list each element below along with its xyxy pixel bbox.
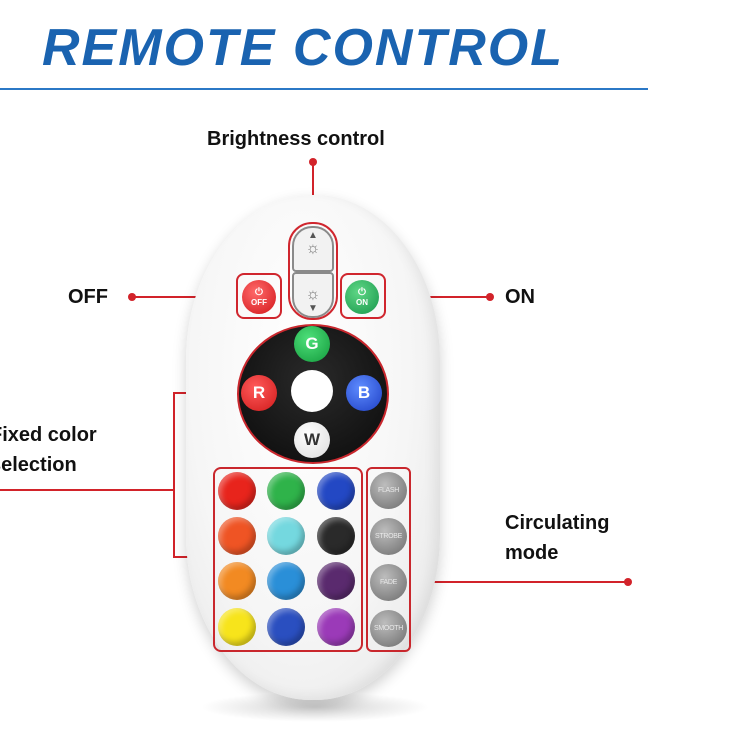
sun-icon: ☼ — [305, 240, 321, 257]
fixed-color-label-line1: Fixed color — [0, 424, 97, 446]
blue-button[interactable]: B — [346, 375, 382, 411]
fade-button[interactable]: FADE — [370, 564, 407, 601]
power-icon: ⏻ — [255, 286, 263, 298]
color-button[interactable] — [267, 608, 305, 646]
circulating-label-line2: mode — [505, 542, 559, 564]
fixed-color-connector-label — [0, 489, 175, 491]
chevron-down-icon: ▼ — [308, 303, 318, 314]
brightness-frame — [288, 222, 338, 320]
off-label: OFF — [68, 286, 108, 308]
off-button-label: OFF — [251, 297, 267, 307]
strobe-button[interactable]: STROBE — [370, 518, 407, 555]
color-button[interactable] — [218, 562, 256, 600]
brightness-down-button[interactable]: ☼ ▼ — [292, 272, 334, 318]
brightness-connector-line — [312, 162, 314, 226]
brightness-label: Brightness control — [207, 128, 385, 150]
color-button[interactable] — [218, 608, 256, 646]
fixed-color-label-line2: selection — [0, 454, 77, 476]
brightness-up-button[interactable]: ▲ ☼ — [292, 226, 334, 272]
color-button[interactable] — [317, 472, 355, 510]
color-grid-frame — [213, 467, 363, 652]
on-connector-dot — [486, 293, 494, 301]
fixed-color-connector-vertical — [173, 392, 175, 557]
color-button[interactable] — [317, 517, 355, 555]
on-button-label: ON — [356, 297, 368, 307]
off-connector-line — [132, 296, 236, 298]
color-button[interactable] — [317, 608, 355, 646]
circulating-label-line1: Circulating — [505, 512, 610, 534]
page-title: REMOTE CONTROL — [42, 19, 564, 77]
color-button[interactable] — [267, 562, 305, 600]
color-button[interactable] — [317, 562, 355, 600]
power-icon: ⏻ — [358, 286, 366, 298]
green-button[interactable]: G — [294, 326, 330, 362]
off-frame — [236, 273, 282, 319]
white-button[interactable]: W — [294, 422, 330, 458]
on-frame — [340, 273, 386, 319]
off-button[interactable]: ⏻ OFF — [242, 280, 276, 314]
on-button[interactable]: ⏻ ON — [345, 280, 379, 314]
center-button[interactable] — [291, 370, 333, 412]
color-button[interactable] — [267, 472, 305, 510]
on-label: ON — [505, 286, 535, 308]
smooth-button[interactable]: SMOOTH — [370, 610, 407, 647]
mode-frame — [366, 467, 411, 652]
red-button[interactable]: R — [241, 375, 277, 411]
circulating-connector-dot — [624, 578, 632, 586]
on-connector-line — [386, 296, 488, 298]
sun-icon: ☼ — [305, 286, 321, 303]
color-button[interactable] — [218, 517, 256, 555]
color-button[interactable] — [218, 472, 256, 510]
flash-button[interactable]: FLASH — [370, 472, 407, 509]
title-divider — [0, 88, 648, 90]
color-button[interactable] — [267, 517, 305, 555]
chevron-up-icon: ▲ — [308, 230, 318, 241]
circulating-connector-line — [411, 581, 629, 583]
